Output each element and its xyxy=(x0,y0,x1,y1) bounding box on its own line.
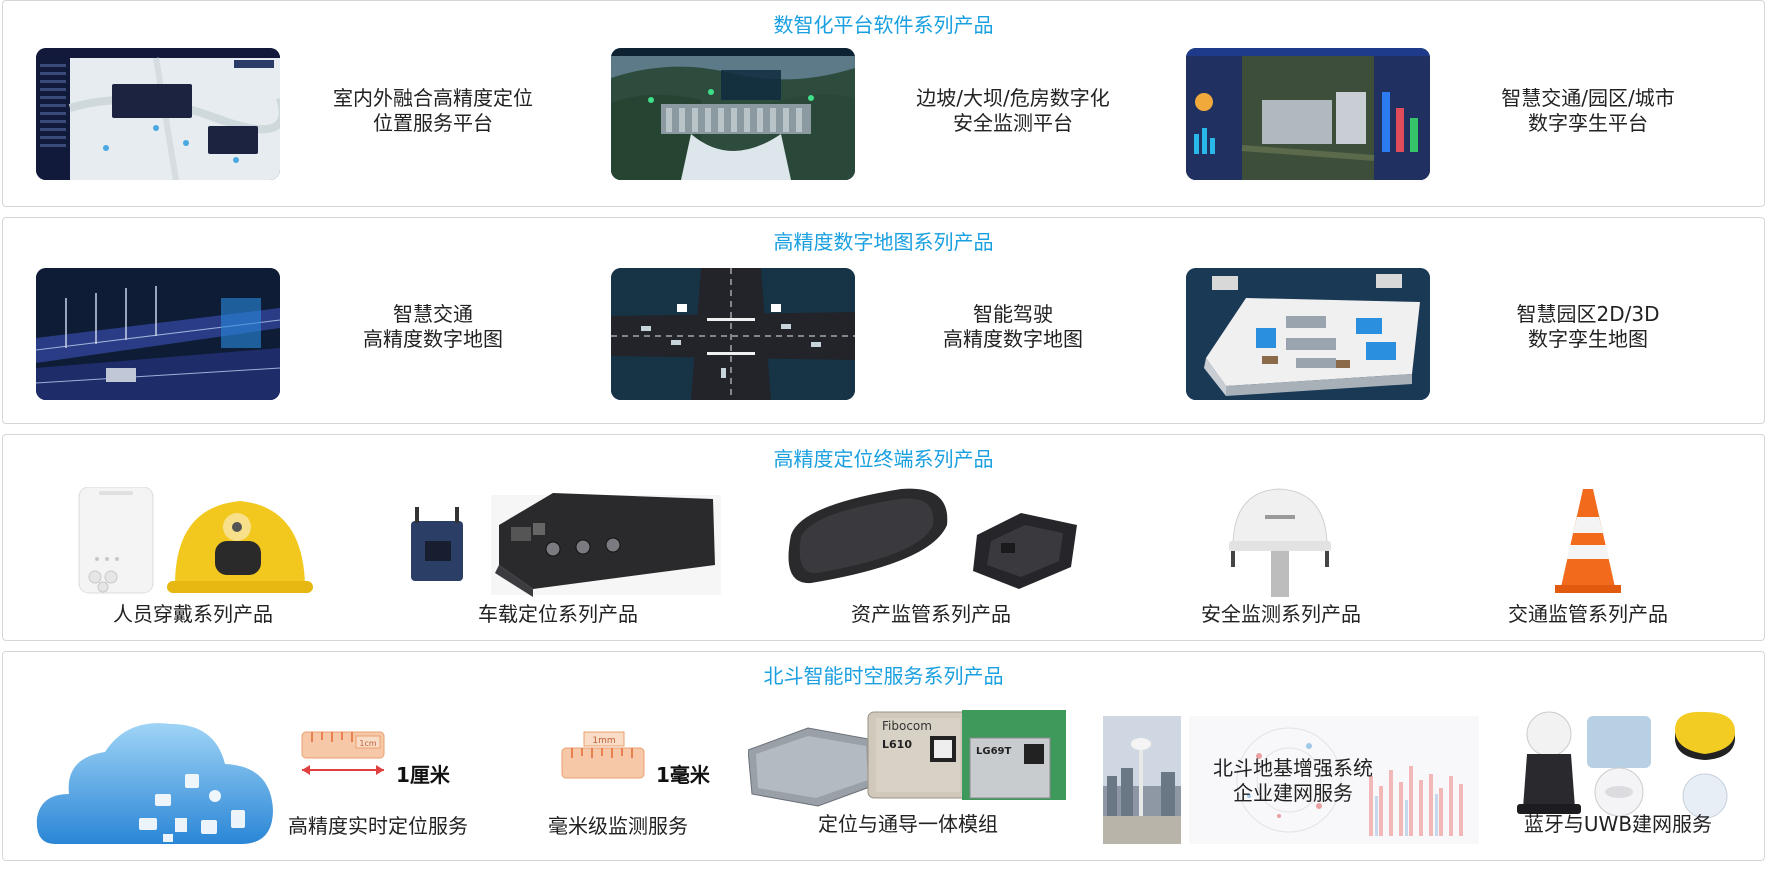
image-vehicle-devices xyxy=(403,485,723,597)
caption-campus-map: 智慧园区2D/3D 数字孪生地图 xyxy=(1468,302,1708,352)
thumb-driving-map xyxy=(611,268,855,400)
caption-line2: 位置服务平台 xyxy=(373,111,493,135)
caption-positioning-platform: 室内外融合高精度定位 位置服务平台 xyxy=(313,86,553,136)
badge-1mm: 1毫米 xyxy=(656,763,710,787)
section-beidou-services: 北斗智能时空服务系列产品 1cm 1厘米 高精度实时定位服务 xyxy=(2,651,1765,861)
section-terminals: 高精度定位终端系列产品 人员穿戴系列产品 车载定位系列产品 xyxy=(2,434,1765,641)
thumb-positioning-platform xyxy=(36,48,280,180)
section-title: 高精度定位终端系列产品 xyxy=(773,447,994,471)
caption-line1: 智能驾驶 xyxy=(973,302,1053,326)
caption-digital-twin: 智慧交通/园区/城市 数字孪生平台 xyxy=(1468,86,1708,136)
image-uwb-anchors xyxy=(1513,710,1743,820)
caption-rtk-service: 高精度实时定位服务 xyxy=(288,814,468,838)
caption-line2: 高精度数字地图 xyxy=(943,327,1083,351)
module-brand: Fibocom xyxy=(882,719,932,733)
caption-vehicle: 车载定位系列产品 xyxy=(478,602,638,626)
caption-modules: 定位与通导一体模组 xyxy=(818,812,998,836)
caption-line1: 智慧交通/园区/城市 xyxy=(1501,86,1675,110)
thumb-dam-monitoring xyxy=(611,48,855,180)
caption-line1: 北斗地基增强系统 xyxy=(1213,756,1373,780)
section-title: 高精度数字地图系列产品 xyxy=(773,230,994,254)
ruler-label: 1cm xyxy=(359,739,376,748)
cloud-icon xyxy=(35,714,275,852)
section-title: 数智化平台软件系列产品 xyxy=(773,13,994,37)
module-model-l610: L610 xyxy=(882,738,912,751)
section-hd-maps: 高精度数字地图系列产品 智慧交通 高精度数字地图 智能驾驶 高精度数字地图 xyxy=(2,217,1765,424)
ruler-icon-mm: 1mm xyxy=(558,728,648,784)
caption-line1: 边坡/大坝/危房数字化 xyxy=(916,86,1110,110)
caption-line2: 数字孪生地图 xyxy=(1528,327,1648,351)
thumb-digital-twin xyxy=(1186,48,1430,180)
badge-1cm: 1厘米 xyxy=(396,763,450,787)
section-platform-software: 数智化平台软件系列产品 室内外融合高精度定位 位置服务平台 xyxy=(2,0,1765,207)
caption-line2: 数字孪生平台 xyxy=(1528,111,1648,135)
caption-asset: 资产监管系列产品 xyxy=(851,602,1011,626)
caption-driving-map: 智能驾驶 高精度数字地图 xyxy=(893,302,1133,352)
caption-cors-service: 北斗地基增强系统 企业建网服务 xyxy=(1183,756,1403,806)
caption-wearable: 人员穿戴系列产品 xyxy=(113,602,273,626)
caption-safety: 安全监测系列产品 xyxy=(1201,602,1361,626)
module-model-lg69t: LG69T xyxy=(976,746,1011,757)
caption-line2: 企业建网服务 xyxy=(1233,781,1353,805)
caption-line1: 室内外融合高精度定位 xyxy=(333,86,533,110)
caption-mm-service: 毫米级监测服务 xyxy=(548,814,688,838)
image-gnss-modules: Fibocom L610 LG69T xyxy=(748,710,1068,810)
image-asset-trackers xyxy=(781,485,1081,597)
section-title: 北斗智能时空服务系列产品 xyxy=(763,664,1004,688)
thumb-campus-map xyxy=(1186,268,1430,400)
ruler-label: 1mm xyxy=(592,736,615,746)
ruler-icon-cm: 1cm xyxy=(298,728,388,784)
caption-line1: 智慧交通 xyxy=(393,302,473,326)
image-traffic-cone xyxy=(1553,487,1623,597)
thumb-traffic-map xyxy=(36,268,280,400)
image-cors-station xyxy=(1103,716,1181,844)
image-gnss-antenna xyxy=(1225,485,1335,597)
caption-line1: 智慧园区2D/3D xyxy=(1516,302,1660,326)
caption-uwb-service: 蓝牙与UWB建网服务 xyxy=(1523,812,1713,836)
caption-line2: 高精度数字地图 xyxy=(363,327,503,351)
caption-traffic-map: 智慧交通 高精度数字地图 xyxy=(313,302,553,352)
caption-traffic: 交通监管系列产品 xyxy=(1508,602,1668,626)
image-wearable-devices xyxy=(75,487,315,597)
caption-line2: 安全监测平台 xyxy=(953,111,1073,135)
image-cors-chart xyxy=(1189,716,1479,844)
caption-dam-monitoring: 边坡/大坝/危房数字化 安全监测平台 xyxy=(893,86,1133,136)
